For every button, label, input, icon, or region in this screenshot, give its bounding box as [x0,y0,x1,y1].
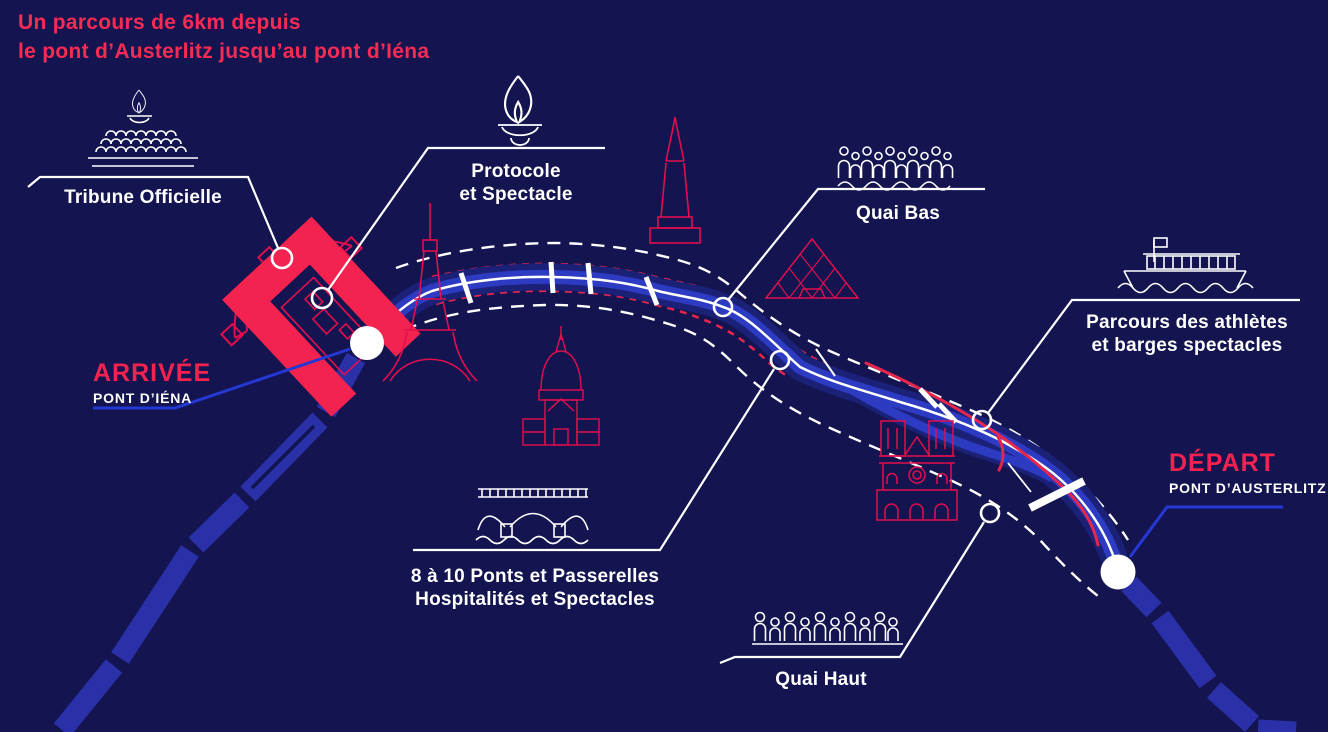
callout-label-ponts: 8 à 10 Ponts et Passerelles Hospitalités… [410,566,660,610]
concorde-obelisk-icon [649,116,701,244]
callout-lines [27,146,1300,665]
callout-label-quai-haut: Quai Haut [775,669,867,690]
title-line-1: Un parcours de 6km depuis [18,11,301,34]
olympic-torch-icon [498,74,542,146]
endpoint-leaders [93,347,1283,558]
callout-label-quai-bas: Quai Bas [856,203,940,224]
route-outer-dashed-lines [395,241,1130,597]
louvre-pyramid-icon [764,237,860,299]
ile-aux-cygnes [250,424,316,490]
callout-line-protocole [327,146,605,291]
eiffel-tower-icon [382,203,478,382]
depart-point [1100,554,1136,590]
bridge-icon [475,488,589,545]
depart-label-block: DÉPART PONT D’AUSTERLITZ [1169,450,1326,496]
depart-title: DÉPART [1169,449,1276,477]
palais-de-chaillot-trocadero-icon [219,216,421,417]
river-boat-icon [1117,237,1254,294]
title-line-2: le pont d’Austerlitz jusqu’au pont d’Ién… [18,40,430,63]
arrivee-label-block: ARRIVÉE PONT D’IÉNA [93,360,211,406]
callout-label-protocole: Protocole et Spectacle [459,161,573,205]
callout-label-tribune: Tribune Officielle [64,187,222,208]
seine-upstream-segments [1121,576,1297,732]
callout-line-parcours [987,298,1300,414]
depart-subtitle: PONT D’AUSTERLITZ [1169,480,1327,496]
arrivee-point [350,326,384,360]
bridge-ticks [458,261,1086,512]
callout-anchor-rings [270,246,1001,524]
grandstand-flame-icon [88,89,198,167]
notre-dame-cathedral-icon [876,420,958,521]
callout-label-parcours: Parcours des athlètes et barges spectacl… [1086,312,1288,356]
callout-line-quai-bas [727,187,985,301]
callout-line-ponts [413,368,775,552]
arrivee-leader-line [93,347,351,410]
callout-line-tribune [27,175,280,249]
arrivee-title: ARRIVÉE [93,359,212,387]
route-red-solid-line [864,361,1100,547]
crowd-on-water-icon [837,146,954,191]
arrivee-subtitle: PONT D’IÉNA [93,390,193,406]
callout-line-quai-haut [719,521,985,665]
crowd-on-quay-icon [752,611,903,645]
depart-leader-line [1128,505,1283,558]
seine-downstream-segments [53,352,366,732]
page-title: Un parcours de 6km depuis le pont d’Aust… [18,8,429,66]
invalides-dome-icon [522,326,600,446]
